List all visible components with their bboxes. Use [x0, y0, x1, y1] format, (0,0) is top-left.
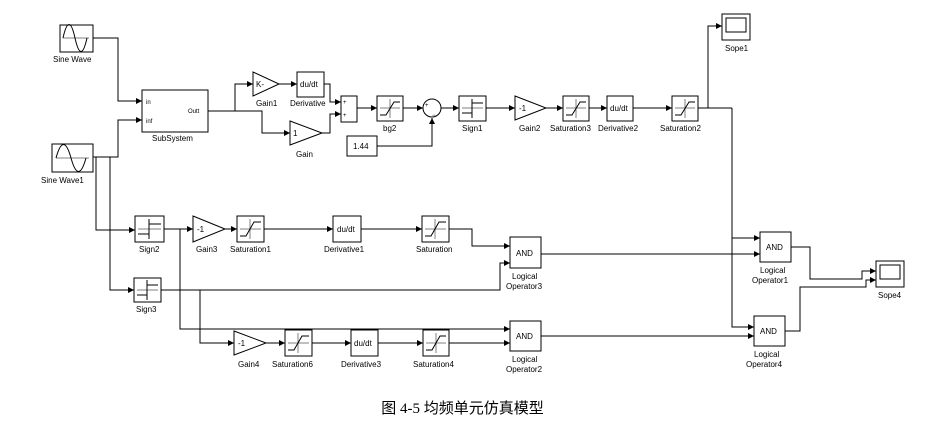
- derivative2-label: Derivative2: [598, 124, 639, 133]
- gain4-value: -1: [238, 339, 246, 348]
- derivative1-block[interactable]: du/dt Derivative1: [324, 215, 365, 254]
- sign2-block[interactable]: Sign2: [134, 215, 165, 254]
- derivative1-label: Derivative1: [324, 245, 365, 254]
- sum2-block[interactable]: + −: [422, 98, 442, 119]
- logical-operator3-label-line2: Operator3: [506, 282, 543, 291]
- gain3-block[interactable]: -1 Gain3: [192, 215, 227, 254]
- logical-operator3-block[interactable]: AND Logical Operator3: [506, 236, 543, 291]
- subsystem-input2-port: inf: [146, 119, 153, 125]
- scope-icon: [725, 17, 747, 33]
- derivative2-block[interactable]: du/dt Derivative2: [598, 95, 639, 133]
- saturation6-label: Saturation6: [272, 360, 313, 369]
- saturation6-block[interactable]: Saturation6: [272, 329, 313, 369]
- gain-label: Gain: [296, 150, 313, 159]
- sine-wave1-block[interactable]: Sine Wave1: [41, 143, 94, 185]
- and-text: AND: [516, 332, 533, 341]
- sine-wave-label: Sine Wave: [53, 55, 92, 64]
- gain4-block[interactable]: -1 Gain4: [233, 330, 268, 369]
- saturation2-label: Saturation2: [660, 124, 701, 133]
- sign1-block[interactable]: Sign1: [458, 95, 487, 133]
- sign3-label: Sign3: [136, 305, 157, 314]
- derivative-label: Derivative: [290, 99, 326, 108]
- scope4-block[interactable]: Sope4: [875, 260, 905, 300]
- saturation4-label: Saturation4: [413, 360, 454, 369]
- derivative3-du-dt: du/dt: [354, 339, 373, 348]
- scope4-label: Sope4: [878, 291, 902, 300]
- subsystem-input1-port: in: [146, 100, 151, 106]
- derivative3-block[interactable]: du/dt Derivative3: [341, 329, 382, 369]
- and-text: AND: [516, 249, 533, 258]
- logical-operator1-block[interactable]: AND Logical Operator1: [752, 231, 792, 285]
- gain-value: 1: [293, 129, 298, 138]
- svg-text:+: +: [343, 113, 347, 119]
- gain1-block[interactable]: K- Gain1: [252, 71, 281, 108]
- constant-block[interactable]: 1.44: [346, 135, 378, 157]
- svg-text:+: +: [425, 103, 429, 109]
- subsystem-label: SubSystem: [152, 134, 193, 143]
- scope1-label: Sope1: [725, 44, 749, 53]
- subsystem-output-port: Outt: [188, 109, 200, 115]
- sign3-block[interactable]: Sign3: [133, 277, 162, 314]
- svg-text:−: −: [432, 113, 436, 119]
- logical-operator1-label-line2: Operator1: [752, 276, 789, 285]
- sign1-label: Sign1: [462, 124, 483, 133]
- derivative3-label: Derivative3: [341, 360, 382, 369]
- logical-operator4-block[interactable]: AND Logical Operator4: [746, 315, 786, 369]
- saturation3-block[interactable]: Saturation3: [550, 95, 591, 133]
- bg2-saturation-block[interactable]: bg2: [376, 95, 404, 133]
- gain3-value: -1: [197, 225, 205, 234]
- figure-caption: 图 4-5 均频单元仿真模型: [381, 401, 544, 417]
- saturation-label: Saturation: [416, 245, 452, 254]
- gain2-label: Gain2: [519, 124, 541, 133]
- svg-text:+: +: [343, 100, 347, 106]
- bg2-label: bg2: [383, 124, 397, 133]
- signal-wires: [93, 23, 876, 346]
- and-text: AND: [760, 327, 777, 336]
- saturation4-block[interactable]: Saturation4: [413, 329, 454, 369]
- saturation2-block[interactable]: Saturation2: [660, 95, 701, 133]
- logical-operator3-label-line1: Logical: [512, 272, 538, 281]
- saturation1-label: Saturation1: [230, 245, 271, 254]
- gain1-value: K-: [256, 80, 264, 89]
- gain4-label: Gain4: [238, 360, 260, 369]
- constant-value: 1.44: [353, 142, 369, 151]
- saturation1-block[interactable]: Saturation1: [230, 215, 271, 254]
- gain3-label: Gain3: [196, 245, 218, 254]
- sine-wave1-label: Sine Wave1: [41, 176, 84, 185]
- saturation3-label: Saturation3: [550, 124, 591, 133]
- gain1-label: Gain1: [256, 99, 278, 108]
- logical-operator2-block[interactable]: AND Logical Operator2: [506, 320, 543, 374]
- gain-block[interactable]: 1 Gain: [289, 120, 324, 159]
- and-text: AND: [766, 243, 783, 252]
- gain2-value: -1: [519, 104, 527, 113]
- scope1-block[interactable]: Sope1: [721, 13, 751, 53]
- logical-operator4-label-line2: Operator4: [746, 360, 783, 369]
- derivative2-du-dt: du/dt: [610, 104, 629, 113]
- logical-operator2-label-line1: Logical: [512, 355, 538, 364]
- logical-operator2-label-line2: Operator2: [506, 365, 543, 374]
- scope-icon: [879, 264, 901, 280]
- derivative-block[interactable]: du/dt Derivative: [290, 71, 326, 108]
- derivative1-du-dt: du/dt: [337, 225, 356, 234]
- gain2-block[interactable]: -1 Gain2: [514, 95, 548, 133]
- sign2-label: Sign2: [139, 245, 160, 254]
- subsystem-block[interactable]: in inf Outt SubSystem: [141, 89, 209, 143]
- sine-wave-block[interactable]: Sine Wave: [53, 24, 94, 65]
- derivative-du-dt: du/dt: [300, 80, 319, 89]
- logical-operator4-label-line1: Logical: [754, 350, 780, 359]
- sum1-block[interactable]: + +: [340, 95, 358, 123]
- logical-operator1-label-line1: Logical: [760, 266, 786, 275]
- saturation-block[interactable]: Saturation: [416, 215, 452, 254]
